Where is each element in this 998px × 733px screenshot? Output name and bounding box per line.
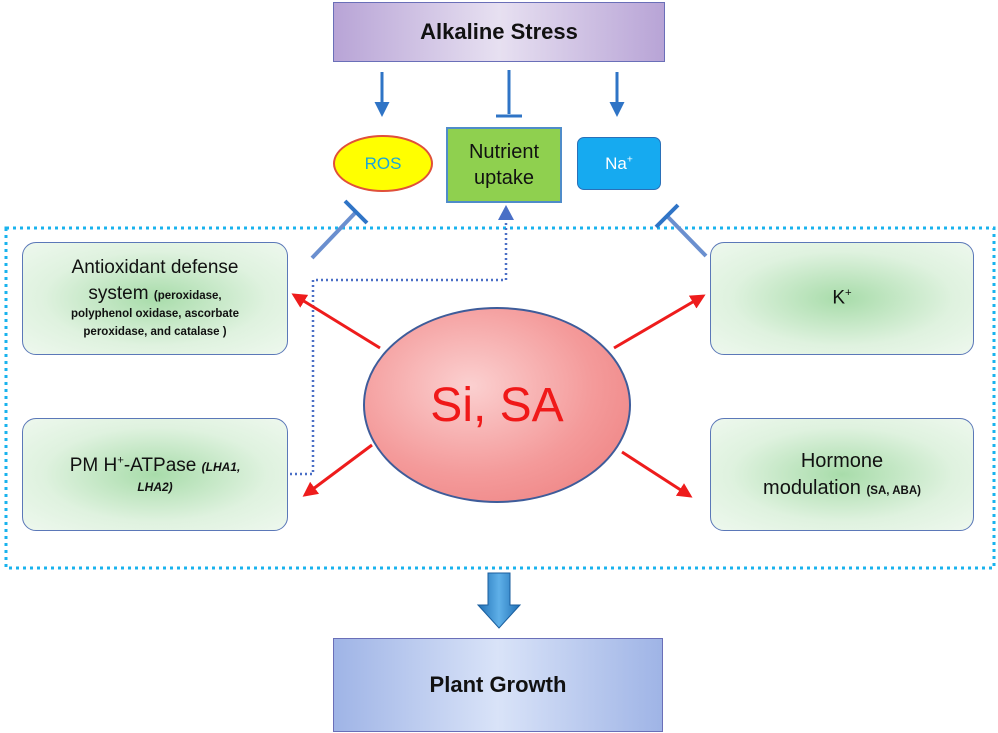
hormone-title-line2: modulation (SA, ABA) bbox=[763, 476, 921, 499]
nutrient-label-line2: uptake bbox=[473, 167, 535, 189]
hormone-title-line1: Hormone bbox=[800, 449, 884, 472]
to-growth-big-arrow bbox=[476, 572, 522, 629]
si-sa-label: Si, SA bbox=[430, 378, 564, 432]
si-sa-center-node: Si, SA bbox=[363, 307, 631, 503]
center-to-antiox-arrow bbox=[291, 293, 381, 350]
sodium-node: Na+ bbox=[577, 137, 661, 190]
pmh-to-nutrient-arrowhead bbox=[498, 205, 514, 220]
ros-node: ROS bbox=[333, 135, 433, 192]
potassium-box: K+ bbox=[710, 242, 974, 355]
nutrient-uptake-node: Nutrient uptake bbox=[446, 127, 562, 203]
ros-label: ROS bbox=[364, 153, 402, 173]
potassium-label: K+ bbox=[832, 287, 852, 309]
k-inhibits-na-line bbox=[665, 214, 708, 258]
k-inhibits-na-bar bbox=[654, 203, 680, 229]
alkaline-stress-box: Alkaline Stress bbox=[333, 2, 665, 62]
antiox-title-line1: Antioxidant defense bbox=[71, 257, 239, 279]
center-to-hormone-arrow bbox=[621, 450, 693, 498]
nutrient-label-line1: Nutrient bbox=[468, 141, 540, 163]
hormone-modulation-box: Hormone modulation (SA, ABA) bbox=[710, 418, 974, 531]
sodium-label: Na+ bbox=[605, 153, 633, 173]
pm-atpase-box: PM H+-ATPase (LHA1, LHA2) bbox=[22, 418, 288, 531]
antiox-enzymes-line2: polyphenol oxidase, ascorbate bbox=[70, 308, 240, 321]
alkaline-stress-label: Alkaline Stress bbox=[420, 19, 578, 44]
plant-growth-label: Plant Growth bbox=[429, 672, 567, 697]
antiox-inhibits-ros-line bbox=[310, 210, 358, 260]
antiox-inhibits-ros-bar bbox=[343, 199, 369, 225]
pm-atpase-genes: LHA2) bbox=[137, 480, 173, 495]
antiox-title-line2: system (peroxidase, bbox=[88, 282, 222, 304]
center-to-k-arrow bbox=[613, 294, 706, 350]
plant-growth-box: Plant Growth bbox=[333, 638, 663, 732]
antiox-enzymes-line3: peroxidase, and catalase ) bbox=[83, 326, 227, 339]
si-sa-effect-frame bbox=[4, 226, 996, 570]
antioxidant-defense-box: Antioxidant defense system (peroxidase, … bbox=[22, 242, 288, 355]
pmh-to-nutrient-dotted-link bbox=[290, 220, 508, 476]
center-to-pmh-arrow bbox=[302, 443, 373, 497]
pm-atpase-title: PM H+-ATPase (LHA1, bbox=[69, 454, 241, 476]
